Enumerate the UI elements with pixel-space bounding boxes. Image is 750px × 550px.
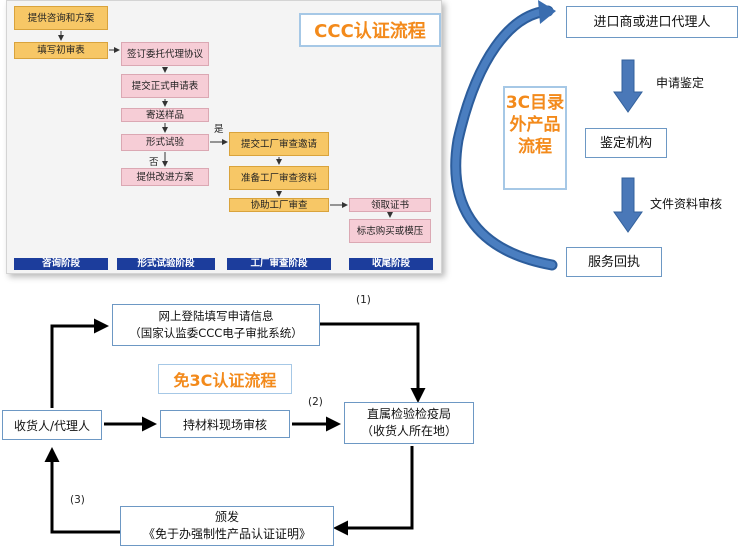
receiver-agent-text: 收货人/代理人 — [13, 418, 91, 433]
apply-identification-label: 申请鉴定 — [656, 76, 705, 90]
ccc-consult-step-1: 提供咨询和方案 — [14, 6, 108, 30]
inspection-bureau-line-1: 直属检验检疫局 — [366, 407, 451, 421]
ccc-stage-factory: 工厂审查阶段 — [227, 258, 331, 270]
issue-certificate-box: 颁发 《免于办强制性产品认证证明》 — [120, 506, 334, 546]
ccc-yes-label: 是 — [214, 124, 224, 135]
ccc-test-step-2: 提交正式申请表 — [121, 74, 209, 98]
online-register-box: 网上登陆填写申请信息 （国家认监委CCC电子审批系统） — [112, 304, 320, 346]
online-register-line-1: 网上登陆填写申请信息 — [158, 309, 274, 323]
ccc-stage-closing: 收尾阶段 — [349, 258, 433, 270]
ccc-factory-step-3: 协助工厂审查 — [229, 198, 329, 212]
issue-certificate-line-2: 《免于办强制性产品认证证明》 — [142, 527, 311, 541]
step-label-1: (1) — [356, 294, 371, 306]
inspection-bureau-box: 直属检验检疫局 （收货人所在地） — [344, 402, 474, 444]
importer-box: 进口商或进口代理人 — [566, 6, 738, 38]
service-receipt-text: 服务回执 — [587, 254, 640, 270]
ccc-cert-step-1: 领取证书 — [349, 198, 431, 212]
identification-agency-text: 鉴定机构 — [599, 135, 652, 151]
online-register-line-2: （国家认监委CCC电子审批系统） — [129, 326, 303, 340]
identification-agency-box: 鉴定机构 — [585, 128, 667, 158]
ccc-stage-test: 形式试验阶段 — [117, 258, 215, 270]
ccc-test-step-1: 签订委托代理协议 — [121, 42, 209, 66]
ccc-consult-step-2: 填写初审表 — [14, 42, 108, 59]
ccc-title: CCC认证流程 — [299, 13, 441, 47]
exempt-title: 免3C认证流程 — [158, 364, 292, 394]
ccc-flow-panel: 提供咨询和方案 填写初审表 签订委托代理协议 提交正式申请表 寄送样品 形式试验… — [6, 0, 442, 274]
ccc-factory-step-2: 准备工厂审查资料 — [229, 166, 329, 190]
step-label-3: (3) — [70, 494, 85, 506]
ccc-cert-step-2: 标志购买或模压 — [349, 219, 431, 243]
service-receipt-box: 服务回执 — [566, 247, 662, 277]
importer-text: 进口商或进口代理人 — [593, 14, 711, 30]
ccc-no-label: 否 — [149, 157, 159, 168]
ccc-test-step-4: 形式试验 — [121, 134, 209, 151]
onsite-review-text: 持材料现场审核 — [182, 417, 267, 432]
ccc-flow-arrows — [58, 31, 393, 218]
receiver-agent-box: 收货人/代理人 — [2, 410, 102, 440]
issue-certificate-line-1: 颁发 — [214, 510, 239, 524]
ccc-test-step-5: 提供改进方案 — [121, 168, 209, 186]
onsite-review-box: 持材料现场审核 — [160, 410, 290, 438]
ccc-test-step-3: 寄送样品 — [121, 108, 209, 122]
document-review-label: 文件资料审核 — [650, 197, 723, 211]
ccc-factory-step-1: 提交工厂审查邀请 — [229, 132, 329, 156]
step-label-2: (2) — [308, 396, 323, 408]
ccc-stage-consult: 咨询阶段 — [14, 258, 108, 270]
catalog-title: 3C目录外产品流程 — [503, 86, 567, 190]
inspection-bureau-line-2: （收货人所在地） — [360, 424, 457, 438]
